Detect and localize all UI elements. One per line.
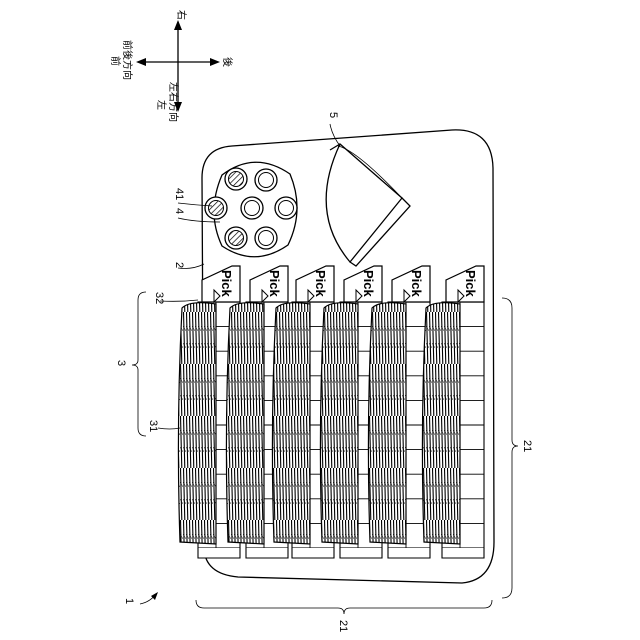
direction-front-back-label: 前後方向 [121,40,134,80]
eyelash-columns: Pick Pick Pick Pick Pick Pick [178,266,484,558]
pick-label: Pick [409,270,424,298]
well-inner [209,201,224,216]
pick-tab: Pick [344,266,382,302]
pick-label: Pick [463,270,478,298]
eyelash-strip [422,303,460,544]
eyelash-strip [320,303,358,544]
eyelash-strip [178,303,216,544]
pick-tab: Pick [392,266,430,302]
well-inner [245,201,260,216]
pick-tab: Pick [202,266,240,302]
tray-foot [292,548,334,558]
eyelash-strip [368,303,406,544]
pick-tab: Pick [446,266,484,302]
tray-foot [198,548,240,558]
arrow-up-icon [174,20,182,30]
well-inner [259,231,274,246]
container [205,162,297,257]
well-inner [229,231,244,246]
well-inner [229,172,244,187]
ref-sheet: 32 [153,292,165,304]
direction-front-label: 前 [109,56,122,66]
tray-foot [442,548,484,558]
ref-eyelash-group: 3 [115,360,127,366]
pick-label: Pick [361,270,376,298]
eyelash-column: Pick [368,266,430,558]
pointer-arrow-icon [151,592,158,600]
eyelash-strip [272,303,310,544]
eyelash-column: Pick [422,266,484,558]
direction-left-right-label: 左右方向 [167,82,180,122]
direction-right-label: 右 [175,10,188,20]
ref-base: 2 [173,262,185,268]
arrow-left-icon [136,58,146,66]
pick-label: Pick [267,270,282,298]
well-inner [279,201,294,216]
ref-container: 4 [173,208,185,214]
pick-tab: Pick [250,266,288,302]
arrow-right-icon [210,58,220,66]
ref-well: 41 [173,188,185,200]
direction-back-label: 後 [221,57,234,67]
direction-indicator: 右 後 前後方向 前 左右方向 左 [109,10,234,122]
ref-strip: 31 [147,420,159,432]
tray-foot [340,548,382,558]
holder [326,144,410,266]
pick-label: Pick [313,270,328,298]
well-inner [259,173,274,188]
ref-device: 1 [123,598,135,604]
ref-area-right: 21 [521,440,533,452]
direction-left-label: 左 [155,100,168,110]
tray-foot [246,548,288,558]
pick-tab: Pick [296,266,334,302]
ref-holder: 5 [327,112,339,118]
pick-label: Pick [219,270,234,298]
tray-foot [388,548,430,558]
eyelash-strip [226,303,264,544]
ref-area-bottom: 21 [337,620,349,632]
